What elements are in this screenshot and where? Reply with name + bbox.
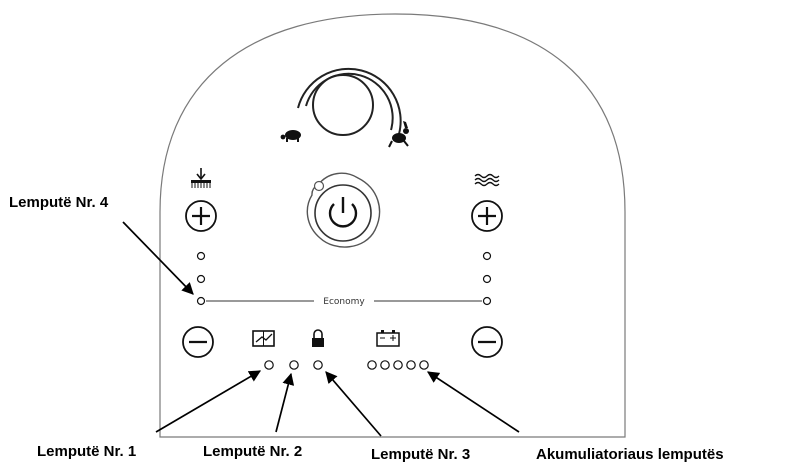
- battery-icon: [376, 330, 400, 347]
- callout-battery-lamps: Akumuliatoriaus lemputës: [536, 446, 724, 463]
- arrow-battery-lamps: [427, 371, 520, 433]
- left-level-lamps: [196, 251, 206, 306]
- suction-power-icon: [191, 168, 211, 188]
- arrow-lamp-1: [155, 370, 262, 433]
- water-flow-icon: [474, 173, 500, 187]
- right-plus-button[interactable]: [471, 200, 503, 232]
- lamp-2: [289, 360, 299, 370]
- turtle-icon: [280, 130, 301, 142]
- power-icon: [328, 203, 358, 228]
- callout-lamp-2: Lemputë Nr. 2: [203, 443, 302, 460]
- right-level-lamps: [482, 251, 492, 306]
- rabbit-icon: [388, 121, 409, 148]
- lamp-1: [264, 360, 274, 370]
- arrow-lamp-4: [122, 221, 194, 295]
- lamp-4: [196, 296, 206, 306]
- callout-lamp-1: Lemputë Nr. 1: [37, 443, 136, 460]
- left-plus-button[interactable]: [185, 200, 217, 232]
- arrow-lamp-2: [275, 372, 295, 433]
- lamp-3: [313, 360, 323, 370]
- economy-label: Economy: [323, 297, 365, 307]
- callout-lamp-3: Lemputë Nr. 3: [371, 446, 470, 463]
- battery-lamps: [367, 360, 429, 370]
- power-button[interactable]: [306, 172, 381, 248]
- left-minus-button[interactable]: [182, 326, 214, 358]
- speed-dial[interactable]: [297, 67, 402, 136]
- arrow-lamp-3: [325, 371, 382, 437]
- right-minus-button[interactable]: [471, 326, 503, 358]
- lock-icon: [312, 329, 324, 347]
- control-panel-outline: [159, 13, 626, 438]
- manual-book-icon: [252, 330, 275, 347]
- callout-lamp-4: Lemputë Nr. 4: [9, 194, 109, 211]
- speed-dial-knob[interactable]: [312, 74, 374, 136]
